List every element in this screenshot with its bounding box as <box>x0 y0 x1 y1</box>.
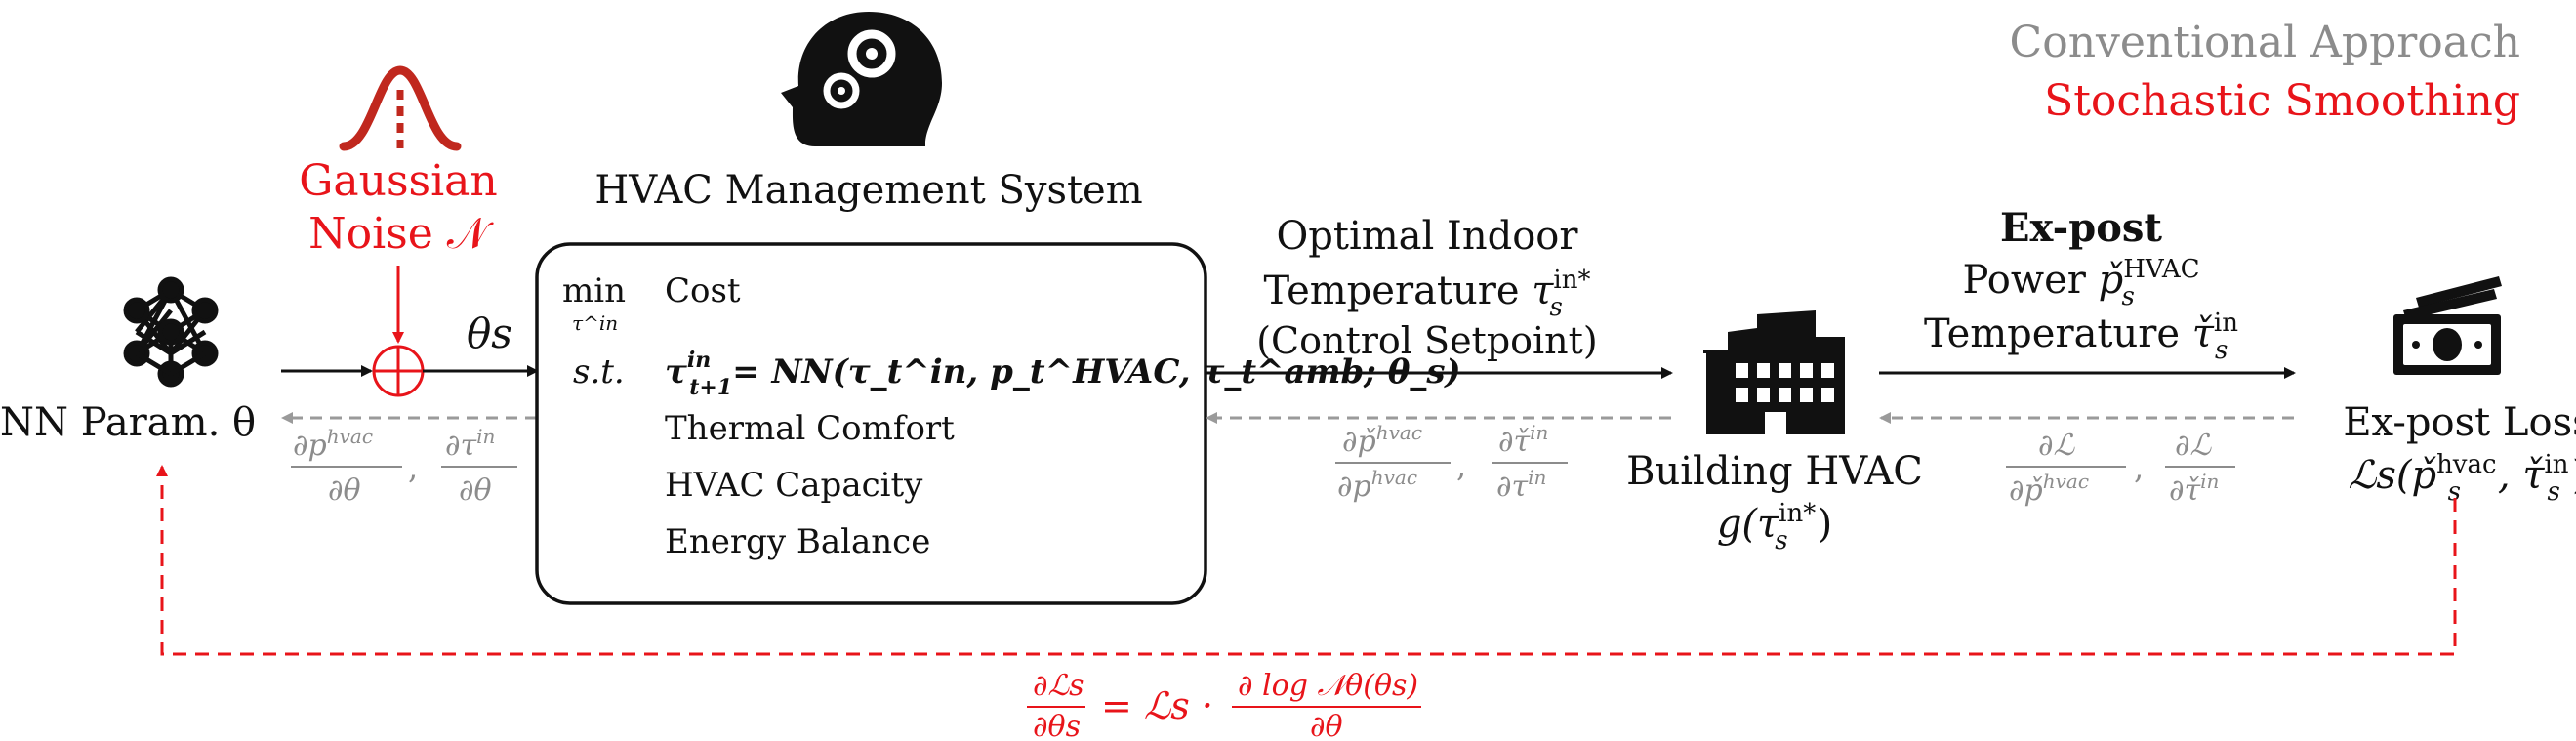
neural-network-icon <box>123 276 219 388</box>
svg-text:∂p̌hvac: ∂p̌hvac <box>2009 470 2089 508</box>
svg-text:∂τ̌in: ∂τ̌in <box>1498 421 1548 459</box>
legend-conventional: Conventional Approach <box>2010 18 2520 67</box>
cost-label: Cost <box>665 271 741 310</box>
legend-stochastic: Stochastic Smoothing <box>2044 76 2520 126</box>
loss-line1: Ex-post Loss <box>2343 400 2576 445</box>
nn-label: NN Param. θ <box>0 400 256 445</box>
svg-text:∂θ: ∂θ <box>459 473 492 508</box>
min-sub: τ^in <box>572 311 618 335</box>
svg-text:∂τin: ∂τin <box>1496 466 1546 504</box>
constraint-thermal-comfort: Thermal Comfort <box>665 409 955 448</box>
svg-text:∂τin: ∂τin <box>445 425 495 463</box>
hvac-system-title: HVAC Management System <box>594 168 1142 213</box>
svg-text:∂phvac: ∂phvac <box>1337 466 1417 504</box>
sum-node-icon <box>372 345 425 397</box>
optimal-line2: Temperature τin*s <box>1264 266 1591 322</box>
grad-nn-label: ∂phvac ∂θ , ∂τin ∂θ <box>291 425 517 508</box>
money-icon <box>2393 276 2502 375</box>
building-line1: Building HVAC <box>1626 449 1923 494</box>
noise-line2: Noise 𝒩 <box>308 209 494 259</box>
grad-building-label: ∂p̌hvac ∂phvac , ∂τ̌in ∂τin <box>1335 421 1568 504</box>
score-gradient-formula: ∂ℒs ∂θs = ℒs · ∂ log 𝒩θ(θs) ∂θ <box>1027 669 1421 741</box>
head-gears-icon <box>781 12 942 146</box>
st-label: s.t. <box>573 352 625 391</box>
svg-text:∂ℒ: ∂ℒ <box>2175 429 2213 463</box>
svg-text:∂ log 𝒩θ(θs): ∂ log 𝒩θ(θs) <box>1238 669 1418 703</box>
svg-text:∂phvac: ∂phvac <box>293 425 373 463</box>
svg-text:∂θ: ∂θ <box>328 473 361 508</box>
gaussian-bell-icon <box>339 65 462 151</box>
hvac-system-box <box>535 242 1207 605</box>
grad-loss-label: ∂ℒ ∂p̌hvac , ∂ℒ ∂τ̌in <box>2006 429 2235 508</box>
svg-text:∂ℒ: ∂ℒ <box>2038 429 2076 463</box>
constraint-energy-balance: Energy Balance <box>665 522 930 561</box>
expost-title: Ex-post <box>2000 205 2162 251</box>
constraint-hvac-capacity: HVAC Capacity <box>665 466 923 505</box>
stochastic-gradient-loop <box>156 465 2457 656</box>
svg-text:∂τ̌in: ∂τ̌in <box>2169 470 2219 508</box>
svg-text:,: , <box>408 449 418 486</box>
noise-line1: Gaussian <box>299 156 498 206</box>
svg-text:,: , <box>2134 449 2144 486</box>
building-icon <box>1703 310 1845 434</box>
svg-text:∂θs: ∂θs <box>1033 710 1081 741</box>
svg-text:∂p̌hvac: ∂p̌hvac <box>1342 421 1422 459</box>
min-label: min <box>562 271 626 310</box>
svg-text:∂ℒs: ∂ℒs <box>1033 669 1084 703</box>
svg-text:,: , <box>1456 447 1466 484</box>
svg-text:∂θ: ∂θ <box>1310 710 1343 741</box>
theta-s-label: θs <box>467 309 512 357</box>
optimal-line1: Optimal Indoor <box>1276 214 1578 259</box>
optimal-line3: (Control Setpoint) <box>1256 319 1598 362</box>
building-line2: g(τin*s) <box>1717 499 1832 556</box>
svg-text:= ℒs ·: = ℒs · <box>1101 684 1213 727</box>
